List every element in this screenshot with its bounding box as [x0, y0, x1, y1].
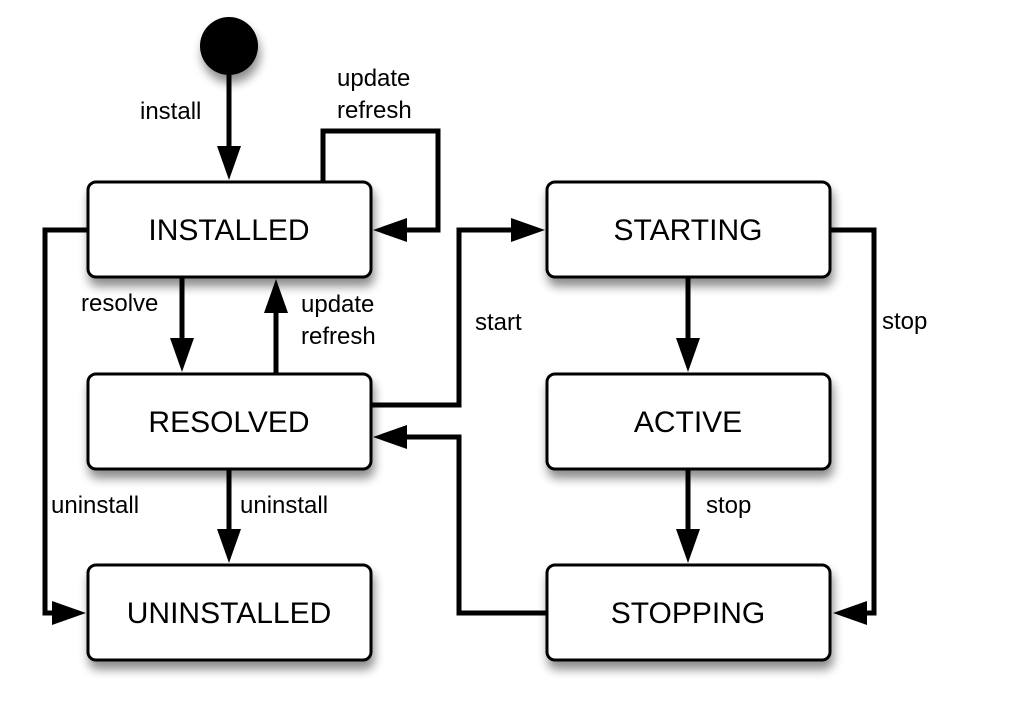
label-update-from-resolved: update [301, 291, 374, 318]
edge-start [371, 218, 545, 408]
edge-stop-from-active [676, 469, 700, 563]
edge-update-refresh-self-loop [320, 128, 441, 242]
label-stop-from-active: stop [706, 492, 751, 519]
edge-resolve [170, 277, 194, 372]
state-resolved-label: RESOLVED [148, 406, 309, 439]
label-start: start [475, 309, 522, 336]
label-resolve: resolve [81, 290, 158, 317]
state-active: ACTIVE [545, 372, 832, 471]
label-refresh-from-resolved: refresh [301, 323, 376, 350]
edge-stopping-to-resolved [373, 425, 547, 616]
state-installed: INSTALLED [86, 180, 373, 279]
state-starting-label: STARTING [614, 214, 763, 247]
label-install: install [140, 98, 201, 125]
state-resolved: RESOLVED [86, 372, 373, 471]
edge-install [217, 75, 241, 180]
state-starting: STARTING [545, 180, 832, 279]
edge-uninstall-from-resolved [217, 469, 241, 563]
state-uninstalled: UNINSTALLED [86, 563, 373, 662]
edge-update-refresh-to-installed [264, 279, 288, 374]
edge-uninstall-from-installed [42, 227, 88, 625]
state-stopping-label: STOPPING [611, 597, 765, 630]
label-uninstall-from-installed: uninstall [51, 492, 139, 519]
label-update-self: update [337, 65, 410, 92]
state-stopping: STOPPING [545, 563, 832, 662]
initial-state-node [200, 17, 258, 75]
state-uninstalled-label: UNINSTALLED [127, 597, 332, 630]
edge-stop-from-starting [830, 227, 877, 625]
edge-starting-to-active [676, 277, 700, 372]
state-active-label: ACTIVE [634, 406, 742, 439]
state-installed-label: INSTALLED [148, 214, 309, 247]
label-uninstall-from-resolved: uninstall [240, 492, 328, 519]
label-stop-from-starting: stop [882, 308, 927, 335]
label-refresh-self: refresh [337, 97, 412, 124]
